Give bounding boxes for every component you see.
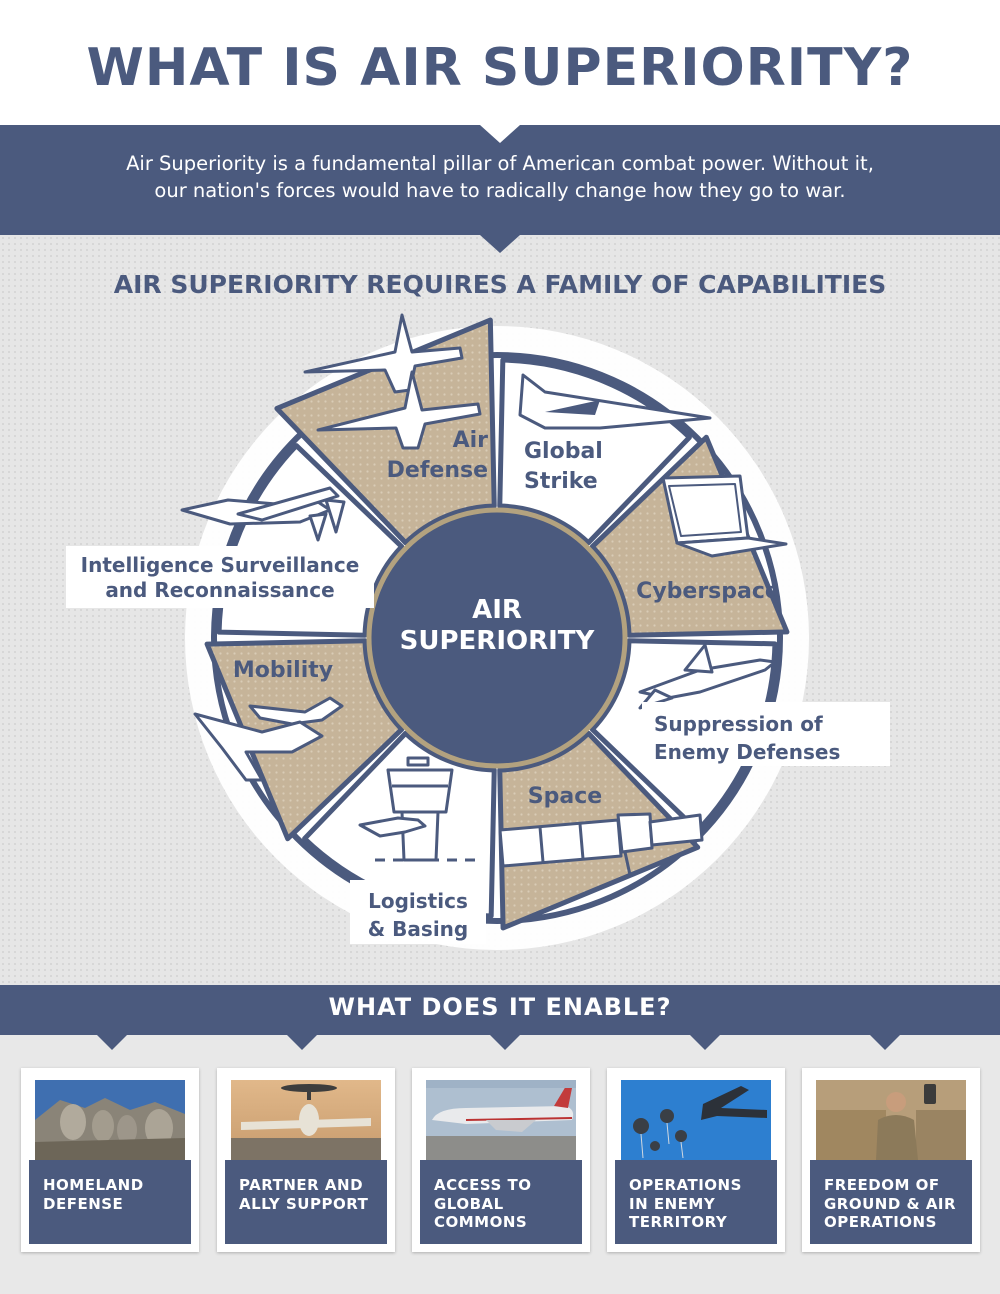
label-mobility-line-1: Mobility xyxy=(233,658,333,683)
center-circle xyxy=(366,507,628,769)
card-3-line-2: GLOBAL xyxy=(434,1194,504,1213)
enable-card-label-global-commons: ACCESS TO GLOBAL COMMONS xyxy=(420,1160,582,1244)
segment-air-defense xyxy=(274,317,497,546)
label-space-line-1: Space xyxy=(528,784,602,809)
label-isr-line-1: Intelligence Surveillance xyxy=(81,553,360,577)
strike-jet-icon xyxy=(638,643,777,710)
enable-card-label-enemy-territory: OPERATIONS IN ENEMY TERRITORY xyxy=(615,1160,777,1244)
diagram-subtitle: AIR SUPERIORITY REQUIRES A FAMILY OF CAP… xyxy=(113,270,887,299)
enable-notch-2 xyxy=(287,1035,317,1050)
label-isr-line-2: and Reconnaissance xyxy=(105,578,334,602)
soldier-photo xyxy=(816,1080,966,1160)
card-5-line-3: OPERATIONS xyxy=(824,1213,937,1231)
card-5-line-2: GROUND & AIR xyxy=(824,1194,957,1213)
card-2-line-2: ALLY SUPPORT xyxy=(239,1194,369,1213)
stealth-bomber-icon xyxy=(518,373,712,430)
card-1-line-1: HOMELAND xyxy=(43,1176,144,1194)
label-global-strike-line-1: Global xyxy=(524,439,603,464)
label-global-strike-line-2: Strike xyxy=(524,469,598,494)
cargo-planes-icon xyxy=(193,696,344,782)
label-box-logistics xyxy=(350,880,486,944)
laptop-icon xyxy=(661,474,788,558)
satellite-icon xyxy=(498,812,704,876)
intro-text: Air Superiority is a fundamental pillar … xyxy=(60,150,940,204)
enable-card-label-ground-air-operations: FREEDOM OF GROUND & AIR OPERATIONS xyxy=(810,1160,972,1244)
card-1-line-2: DEFENSE xyxy=(43,1194,124,1213)
label-air-defense-line-2: Defense xyxy=(387,458,488,483)
enable-card-label-homeland-defense: HOMELAND DEFENSE xyxy=(29,1160,191,1244)
enable-card-partner-ally-support: PARTNER AND ALLY SUPPORT xyxy=(217,1068,395,1252)
airliner-photo xyxy=(426,1080,576,1160)
center-label-line-2: SUPERIORITY xyxy=(400,626,596,656)
label-box-suppression xyxy=(642,702,890,766)
enable-notch-3 xyxy=(490,1035,520,1050)
card-3-line-1: ACCESS TO xyxy=(434,1176,532,1194)
intro-line-1: Air Superiority is a fundamental pillar … xyxy=(126,152,874,175)
page-title: WHAT IS AIR SUPERIORITY? xyxy=(86,38,914,98)
center-label-line-1: AIR xyxy=(472,595,522,625)
control-tower-icon xyxy=(358,756,480,862)
label-logistics-line-1: Logistics xyxy=(368,889,468,913)
fighter-jets-icon xyxy=(303,313,482,450)
enable-card-enemy-territory: OPERATIONS IN ENEMY TERRITORY xyxy=(607,1068,785,1252)
card-3-line-3: COMMONS xyxy=(434,1213,528,1231)
airdrop-photo xyxy=(621,1080,771,1160)
label-box-isr xyxy=(66,546,374,608)
drone-icon xyxy=(180,486,346,542)
intro-line-2: our nation's forces would have to radica… xyxy=(154,179,846,202)
intro-banner xyxy=(0,125,1000,235)
enable-notch-4 xyxy=(690,1035,720,1050)
card-4-line-2: IN ENEMY xyxy=(629,1194,716,1213)
card-5-line-1: FREEDOM OF xyxy=(824,1176,940,1194)
enable-banner xyxy=(0,985,1000,1035)
label-cyberspace-line-1: Cyberspace xyxy=(636,579,780,604)
card-2-line-1: PARTNER AND xyxy=(239,1176,364,1194)
enable-title: WHAT DOES IT ENABLE? xyxy=(328,993,672,1021)
label-air-defense-line-1: Air xyxy=(453,428,489,453)
enable-notch-1 xyxy=(97,1035,127,1050)
card-4-line-1: OPERATIONS xyxy=(629,1176,742,1194)
intro-notch-top xyxy=(480,125,520,143)
enable-notch-5 xyxy=(870,1035,900,1050)
enable-card-homeland-defense: HOMELAND DEFENSE xyxy=(21,1068,199,1252)
label-suppression-line-1: Suppression of xyxy=(654,712,823,736)
label-suppression-line-2: Enemy Defenses xyxy=(654,740,840,764)
mount-rushmore-photo xyxy=(35,1080,185,1160)
enable-card-label-partner-ally-support: PARTNER AND ALLY SUPPORT xyxy=(225,1160,387,1244)
intro-notch-bottom xyxy=(480,235,520,253)
enable-card-global-commons: ACCESS TO GLOBAL COMMONS xyxy=(412,1068,590,1252)
label-logistics-line-2: & Basing xyxy=(368,917,468,941)
awacs-plane-photo xyxy=(231,1080,381,1160)
enable-card-ground-air-operations: FREEDOM OF GROUND & AIR OPERATIONS xyxy=(802,1068,980,1252)
card-4-line-3: TERRITORY xyxy=(629,1213,728,1231)
